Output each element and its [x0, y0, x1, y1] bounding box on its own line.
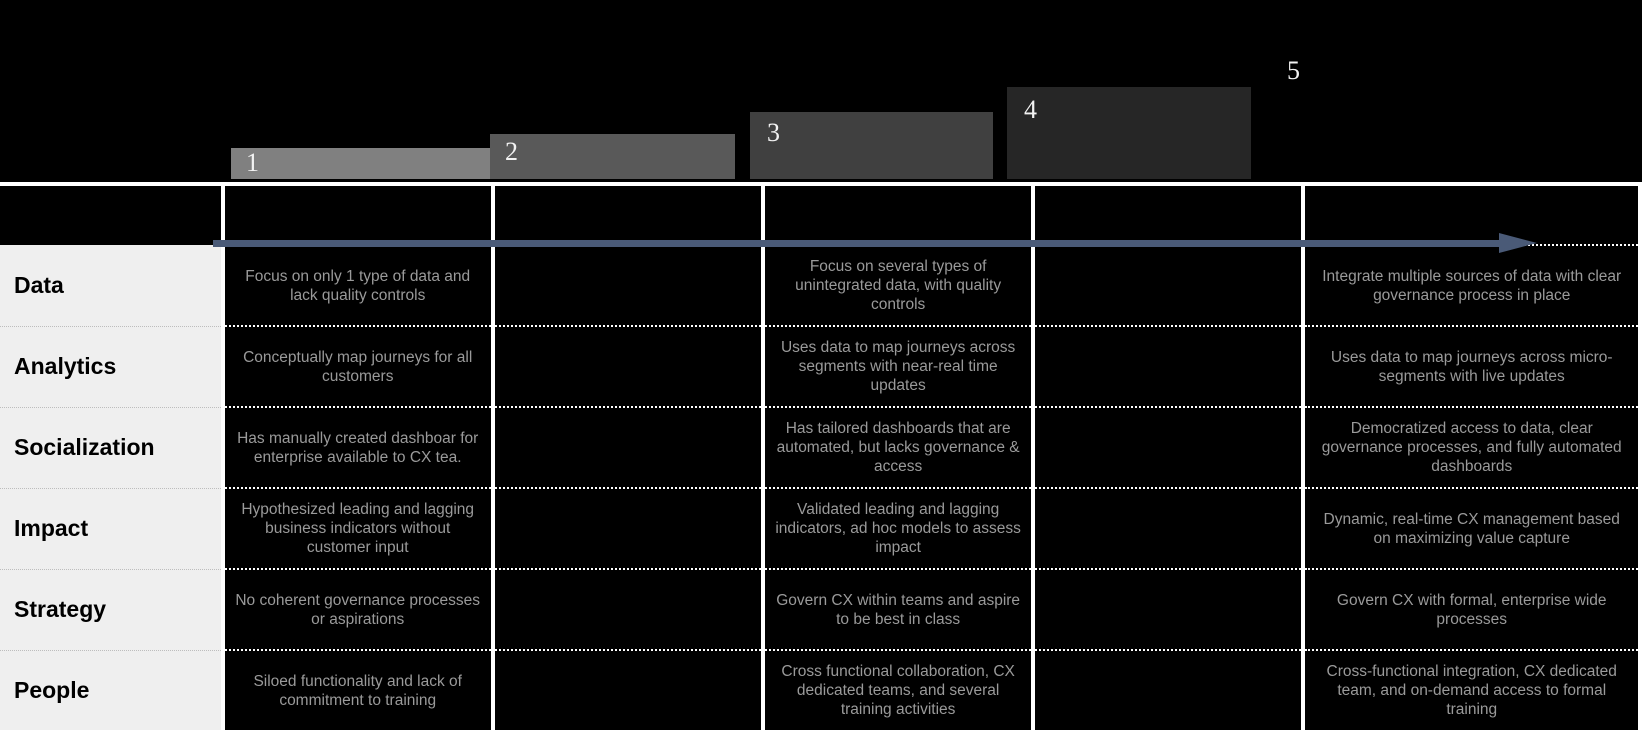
matrix-header-cell-2 [490, 186, 764, 245]
cell-data-level1: Focus on only 1 type of data and lack qu… [220, 244, 493, 326]
matrix-header-cell-1 [220, 186, 493, 245]
maturity-bar-label-2: 2 [505, 137, 518, 166]
maturity-bar-level-3: 3 [750, 112, 993, 179]
cell-impact-level2 [490, 487, 764, 569]
cell-strategy-level3: Govern CX within teams and aspire to be … [761, 568, 1034, 650]
matrix-header-cell-4 [1031, 186, 1304, 245]
cell-analytics-level4 [1031, 325, 1304, 407]
row-label-people: People [0, 649, 223, 730]
cell-data-level4 [1031, 244, 1304, 326]
maturity-level-bars: 1 2 3 4 5 [0, 0, 1642, 182]
maturity-matrix-table: Data Focus on only 1 type of data and la… [0, 182, 1642, 730]
cell-strategy-level2 [490, 568, 764, 650]
maturity-bar-label-1: 1 [246, 148, 259, 177]
matrix-header-label-cell [0, 186, 223, 245]
maturity-bar-label-3: 3 [767, 118, 780, 147]
maturity-bar-label-4: 4 [1024, 95, 1037, 124]
cell-people-level3: Cross functional collaboration, CX dedic… [761, 649, 1034, 730]
cell-people-level4 [1031, 649, 1304, 730]
row-label-socialization: Socialization [0, 406, 223, 488]
matrix-grid: Data Focus on only 1 type of data and la… [0, 186, 1642, 730]
cell-strategy-level1: No coherent governance processes or aspi… [220, 568, 493, 650]
cell-impact-level3: Validated leading and lagging indicators… [761, 487, 1034, 569]
cell-socialization-level2 [490, 406, 764, 488]
matrix-header-cell-3 [761, 186, 1034, 245]
cell-analytics-level5: Uses data to map journeys across micro-s… [1301, 325, 1642, 407]
matrix-header-cell-5 [1301, 186, 1642, 245]
table-row: Data Focus on only 1 type of data and la… [0, 244, 1642, 326]
table-row: Strategy No coherent governance processe… [0, 568, 1642, 650]
cell-strategy-level5: Govern CX with formal, enterprise wide p… [1301, 568, 1642, 650]
cell-strategy-level4 [1031, 568, 1304, 650]
row-label-data: Data [0, 245, 223, 326]
cell-impact-level4 [1031, 487, 1304, 569]
table-row: Impact Hypothesized leading and lagging … [0, 487, 1642, 569]
cell-data-level2 [490, 244, 764, 326]
cell-socialization-level3: Has tailored dashboards that are automat… [761, 406, 1034, 488]
cell-data-level3: Focus on several types of unintegrated d… [761, 244, 1034, 326]
matrix-header-row [0, 186, 1642, 245]
cell-data-level5: Integrate multiple sources of data with … [1301, 244, 1642, 326]
cell-analytics-level2 [490, 325, 764, 407]
row-label-impact: Impact [0, 487, 223, 569]
row-label-strategy: Strategy [0, 568, 223, 650]
cell-socialization-level4 [1031, 406, 1304, 488]
cell-socialization-level1: Has manually created dashboar for enterp… [220, 406, 493, 488]
maturity-bar-label-5: 5 [1287, 56, 1300, 85]
cell-people-level2 [490, 649, 764, 730]
maturity-bar-level-4: 4 [1007, 87, 1251, 179]
table-row: Socialization Has manually created dashb… [0, 406, 1642, 488]
table-row: People Siloed functionality and lack of … [0, 649, 1642, 730]
cell-people-level5: Cross-functional integration, CX dedicat… [1301, 649, 1642, 730]
maturity-bar-level-5: 5 [1265, 56, 1510, 179]
maturity-bar-level-2: 2 [490, 134, 735, 179]
cell-analytics-level3: Uses data to map journeys across segment… [761, 325, 1034, 407]
table-row: Analytics Conceptually map journeys for … [0, 325, 1642, 407]
cell-people-level1: Siloed functionality and lack of commitm… [220, 649, 493, 730]
cell-impact-level1: Hypothesized leading and lagging busines… [220, 487, 493, 569]
cell-impact-level5: Dynamic, real-time CX management based o… [1301, 487, 1642, 569]
row-label-analytics: Analytics [0, 325, 223, 407]
cell-analytics-level1: Conceptually map journeys for all custom… [220, 325, 493, 407]
cell-socialization-level5: Democratized access to data, clear gover… [1301, 406, 1642, 488]
maturity-bar-level-1: 1 [231, 148, 503, 179]
